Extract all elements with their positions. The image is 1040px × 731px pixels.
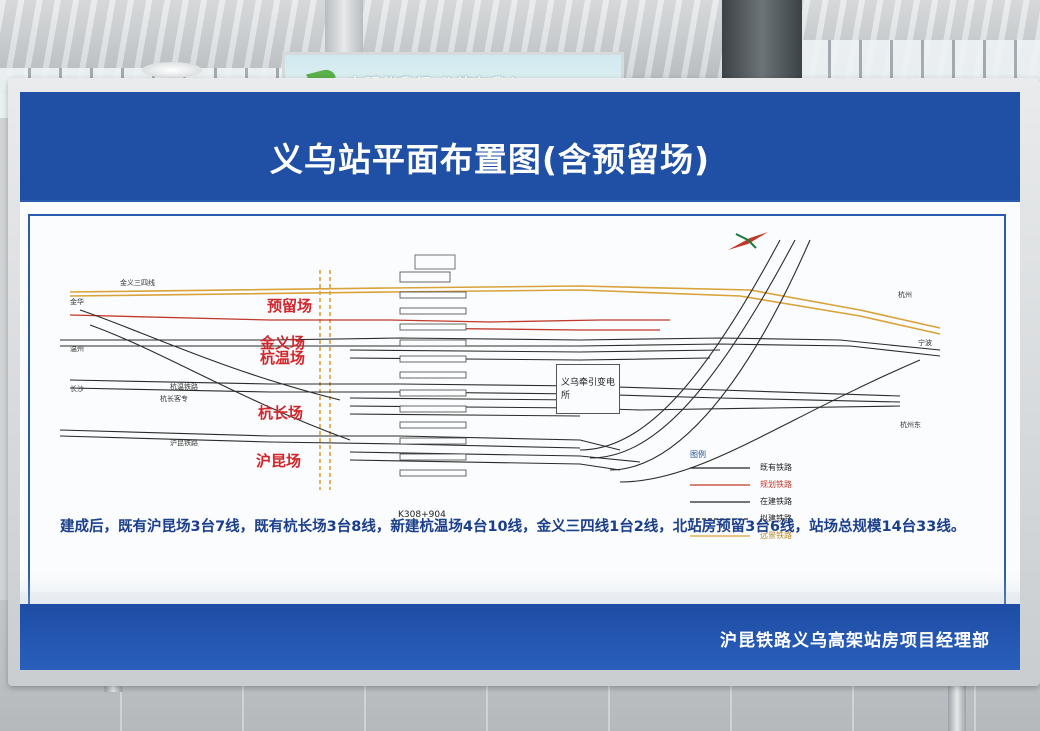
line-label-changsha: 长沙	[70, 385, 84, 393]
legend-item-planned: 规划铁路	[760, 480, 792, 489]
line-label-jinyi34: 金义三四线	[120, 279, 155, 287]
north-arrow-icon	[726, 230, 770, 256]
line-label-hukun: 沪昆铁路	[170, 439, 198, 447]
line-label-hangwen: 杭温铁路	[170, 383, 198, 391]
yard-label-reserved: 预留场	[267, 297, 313, 315]
map-area	[20, 200, 1020, 592]
footer-bar: 沪昆铁路义乌高架站房项目经理部	[20, 604, 1020, 670]
line-label-jinhua: 金华	[70, 298, 84, 306]
elevator-shaft	[722, 0, 802, 86]
stand-leg-right	[948, 672, 966, 731]
yard-label-jinyi: 金义场	[260, 334, 306, 352]
yard-label-hangchang: 杭长场	[258, 404, 304, 422]
map-border	[28, 214, 1006, 624]
line-label-hangzhou: 杭州	[898, 291, 912, 299]
layout-board: 义乌站平面布置图(含预留场)	[20, 92, 1020, 670]
reserved-yard-tracks	[69, 270, 941, 490]
legend-title: 图例	[690, 450, 706, 459]
board-title: 义乌站平面布置图(含预留场)	[269, 140, 711, 179]
legend-item-proposed: 拟建铁路	[760, 514, 792, 523]
window-band-right	[800, 40, 1040, 80]
legend-item-under-construction: 在建铁路	[760, 497, 792, 506]
footer-text: 沪昆铁路义乌高架站房项目经理部	[720, 631, 990, 651]
traction-substation: 义乌牵引变电所	[556, 364, 620, 414]
title-bar: 义乌站平面布置图(含预留场)	[20, 92, 1020, 200]
line-label-wenzhou: 温州	[70, 345, 84, 353]
station-building-box	[414, 254, 456, 270]
yard-label-hukun: 沪昆场	[256, 452, 302, 470]
line-label-ningbo: 宁波	[918, 339, 932, 347]
line-label-hangchang: 杭长客专	[160, 395, 188, 403]
kilometer-mark: K308+904	[398, 510, 446, 520]
legend-item-existing: 既有铁路	[760, 463, 792, 472]
yard-label-hangwen: 杭温场	[260, 349, 306, 367]
legend-item-long-term: 远景铁路	[760, 531, 792, 540]
summary-text: 建成后，既有沪昆场3台7线，既有杭长场3台8线，新建杭温场4台10线，金义三四线…	[60, 519, 966, 535]
line-label-hangzhou-east: 杭州东	[900, 421, 921, 429]
legend-swatches	[690, 467, 750, 537]
platform-blocks	[399, 271, 467, 477]
ceiling-lamp	[142, 62, 202, 78]
